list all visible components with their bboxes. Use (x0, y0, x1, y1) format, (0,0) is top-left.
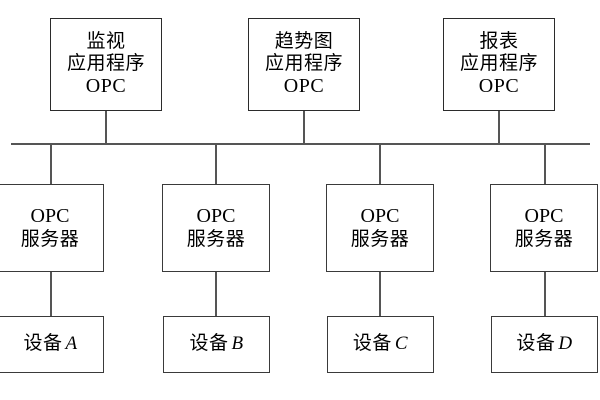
app-report-line1: 报表 (479, 30, 519, 52)
app-trend-line1: 趋势图 (274, 30, 334, 52)
device-d-text: 设备 (516, 333, 556, 355)
device-c-tag: C (394, 333, 409, 355)
app-monitor-line2: 应用程序 (66, 52, 145, 74)
app-node-monitor[interactable]: 监视 应用程序 OPC (50, 18, 162, 111)
connector-app-report-to-bus (498, 111, 500, 144)
device-a-tag: A (65, 333, 78, 355)
server-3-line2: 服务器 (350, 228, 410, 250)
server-4-line2: 服务器 (514, 228, 574, 250)
server-4-line1: OPC (524, 205, 564, 228)
server-1-line1: OPC (30, 205, 70, 228)
app-node-trend[interactable]: 趋势图 应用程序 OPC (248, 18, 360, 111)
connector-server-1-to-device-a (50, 272, 52, 316)
connector-app-trend-to-bus (303, 111, 305, 144)
app-node-report[interactable]: 报表 应用程序 OPC (443, 18, 555, 111)
connector-server-3-to-device-c (379, 272, 381, 316)
connector-app-monitor-to-bus (105, 111, 107, 144)
server-node-2[interactable]: OPC 服务器 (162, 184, 270, 272)
server-2-line1: OPC (196, 205, 236, 228)
connector-bus-to-server-1 (50, 144, 52, 184)
app-trend-line3: OPC (283, 74, 325, 97)
connector-bus-to-server-4 (544, 144, 546, 184)
device-b-text: 设备 (189, 333, 229, 355)
app-report-line2: 应用程序 (459, 52, 538, 74)
server-2-line2: 服务器 (186, 228, 246, 250)
connector-bus-to-server-2 (215, 144, 217, 184)
app-trend-line2: 应用程序 (264, 52, 343, 74)
server-node-1[interactable]: OPC 服务器 (0, 184, 104, 272)
device-a-text: 设备 (23, 333, 63, 355)
device-c-text: 设备 (352, 333, 392, 355)
communication-bus-line (11, 143, 590, 145)
connector-server-4-to-device-d (544, 272, 546, 316)
server-node-3[interactable]: OPC 服务器 (326, 184, 434, 272)
connector-bus-to-server-3 (379, 144, 381, 184)
server-node-4[interactable]: OPC 服务器 (490, 184, 598, 272)
app-monitor-line1: 监视 (86, 30, 126, 52)
server-3-line1: OPC (360, 205, 400, 228)
device-b-tag: B (231, 333, 244, 355)
connector-server-2-to-device-b (215, 272, 217, 316)
server-1-line2: 服务器 (20, 228, 80, 250)
device-d-tag: D (558, 333, 573, 355)
app-report-line3: OPC (478, 74, 520, 97)
app-monitor-line3: OPC (85, 74, 127, 97)
